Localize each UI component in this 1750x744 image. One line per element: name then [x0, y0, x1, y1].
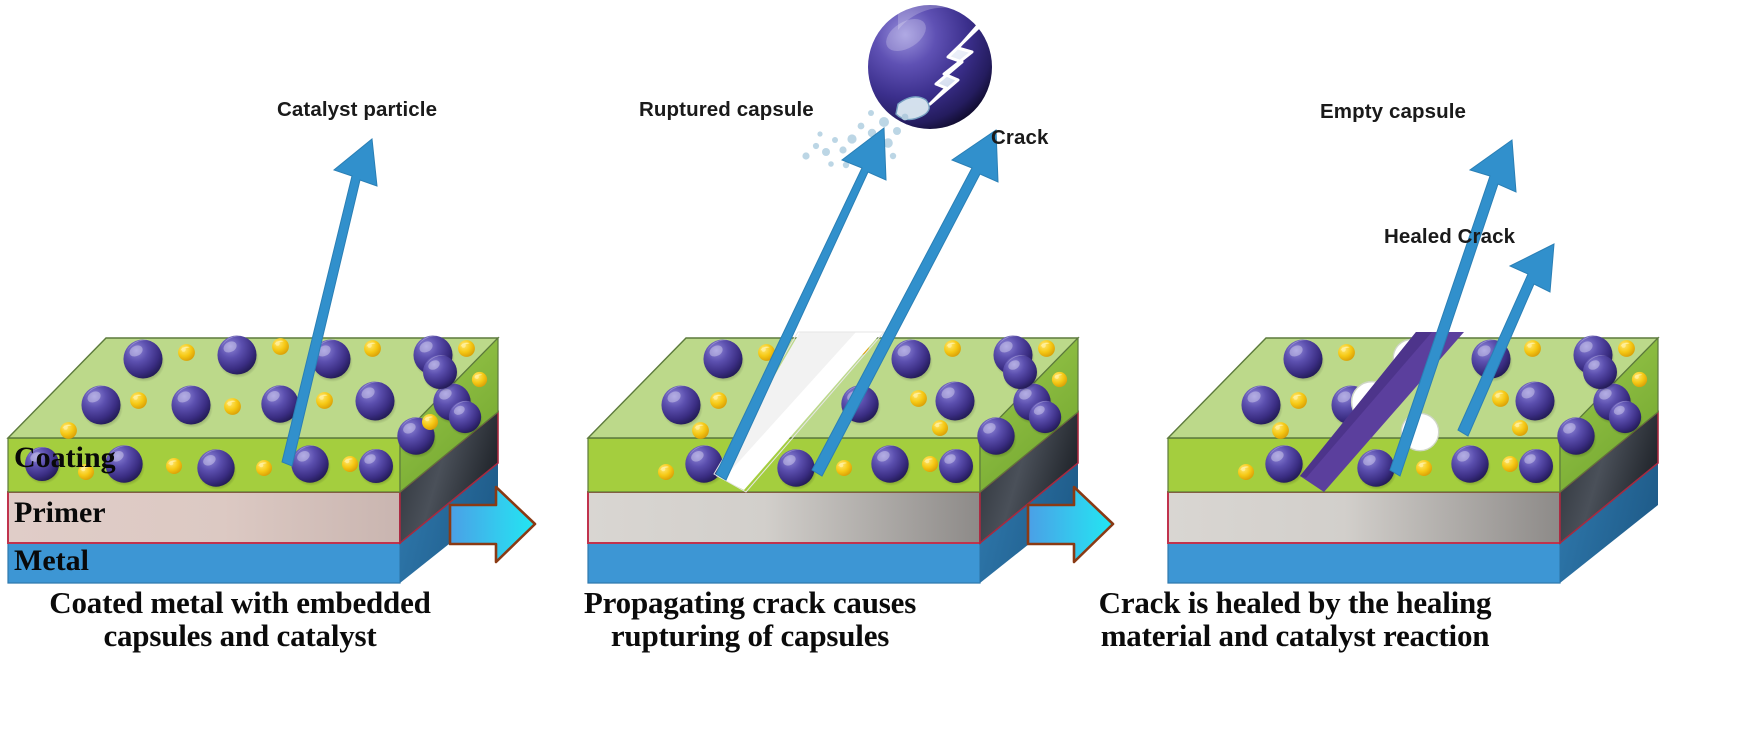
layer-label-metal: Metal [14, 544, 89, 577]
panel-3-caption-line1: Crack is healed by the healing [1098, 585, 1492, 620]
panel-2-caption-line1: Propagating crack causes [583, 585, 917, 620]
panel-2-block [586, 331, 1080, 584]
panel-3-callout-arrows [1389, 139, 1555, 477]
transition-arrow-2 [1026, 485, 1115, 564]
callout-crack: Crack [991, 126, 1049, 149]
panel-1-caption-line1: Coated metal with embedded [49, 585, 431, 620]
spilling-droplets-icon [802, 96, 930, 169]
callout-catalyst-particle: Catalyst particle [277, 98, 438, 121]
panel-1-caption: Coated metal with embedded capsules and … [0, 586, 480, 653]
callout-empty-capsule: Empty capsule [1320, 100, 1466, 123]
panel-3-block [1166, 332, 1660, 584]
panel-1-block [6, 138, 500, 584]
ruptured-capsule-icon [715, 2, 999, 481]
layer-label-coating: Coating [14, 441, 116, 474]
panel-3-caption: Crack is healed by the healing material … [1030, 586, 1560, 653]
panel-2-caption: Propagating crack causes rupturing of ca… [520, 586, 980, 653]
layer-label-primer: Primer [14, 496, 106, 529]
callout-ruptured-capsule: Ruptured capsule [639, 98, 814, 121]
transition-arrow-1 [448, 485, 537, 564]
panel-2-caption-line2: rupturing of capsules [610, 618, 890, 654]
panel-1-caption-line2: capsules and catalyst [103, 618, 377, 654]
catalyst-particle-arrow [281, 138, 378, 467]
callout-healed-crack: Healed Crack [1384, 225, 1516, 248]
panel-3-caption-line2: material and catalyst reaction [1100, 618, 1490, 654]
